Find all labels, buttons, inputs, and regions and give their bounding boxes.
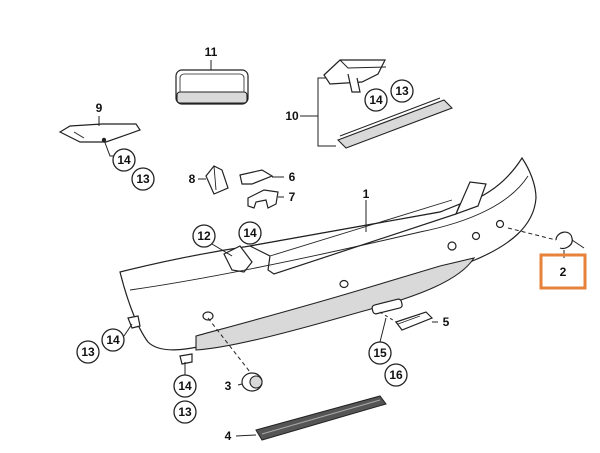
part-3-sensor — [207, 317, 263, 392]
svg-text:14: 14 — [117, 153, 131, 167]
label-9: 9 — [96, 101, 103, 115]
label-4: 4 — [225, 429, 232, 443]
callout-14-left: 14 — [112, 148, 136, 172]
callout-13-upper: 13 — [390, 79, 414, 103]
callout-12: 12 — [192, 224, 216, 248]
callout-14-mid: 14 — [238, 221, 262, 245]
svg-text:14: 14 — [243, 226, 257, 240]
part-1-bumper — [119, 156, 537, 365]
callout-13-left: 13 — [131, 167, 155, 191]
svg-text:12: 12 — [197, 229, 211, 243]
part-10-mounting-rail — [300, 59, 453, 149]
svg-text:14: 14 — [369, 93, 383, 107]
highlight-box-part-2 — [539, 253, 587, 290]
svg-text:15: 15 — [373, 346, 387, 360]
label-5: 5 — [443, 315, 450, 329]
callout-16: 16 — [384, 363, 408, 387]
svg-text:16: 16 — [389, 368, 403, 382]
part-4-reflector-strip — [235, 395, 387, 441]
label-6: 6 — [289, 170, 296, 184]
svg-text:13: 13 — [178, 405, 192, 419]
svg-text:13: 13 — [395, 84, 409, 98]
label-11: 11 — [205, 45, 218, 59]
part-8-clip — [198, 165, 229, 195]
label-3: 3 — [225, 379, 232, 393]
label-7: 7 — [289, 190, 296, 204]
callout-14-bottom: 14 — [173, 374, 197, 398]
part-7-bracket — [247, 189, 284, 209]
part-5-cover — [379, 311, 438, 331]
svg-text:14: 14 — [178, 379, 192, 393]
callout-14-lower-left: 14 — [101, 328, 125, 352]
part-6-clip — [239, 169, 284, 185]
label-10: 10 — [285, 109, 299, 123]
label-8: 8 — [189, 172, 196, 186]
label-1: 1 — [363, 187, 370, 201]
svg-text:14: 14 — [106, 333, 120, 347]
callout-13-lower-left: 13 — [76, 340, 100, 364]
part-11-reflector — [175, 60, 249, 105]
callout-13-bottom: 13 — [173, 400, 197, 424]
callout-15: 15 — [368, 341, 392, 365]
svg-text:13: 13 — [136, 172, 150, 186]
label-2: 2 — [560, 265, 567, 279]
part-2-cap — [507, 227, 585, 258]
svg-text:13: 13 — [81, 345, 95, 359]
callout-14-upper: 14 — [364, 88, 388, 112]
